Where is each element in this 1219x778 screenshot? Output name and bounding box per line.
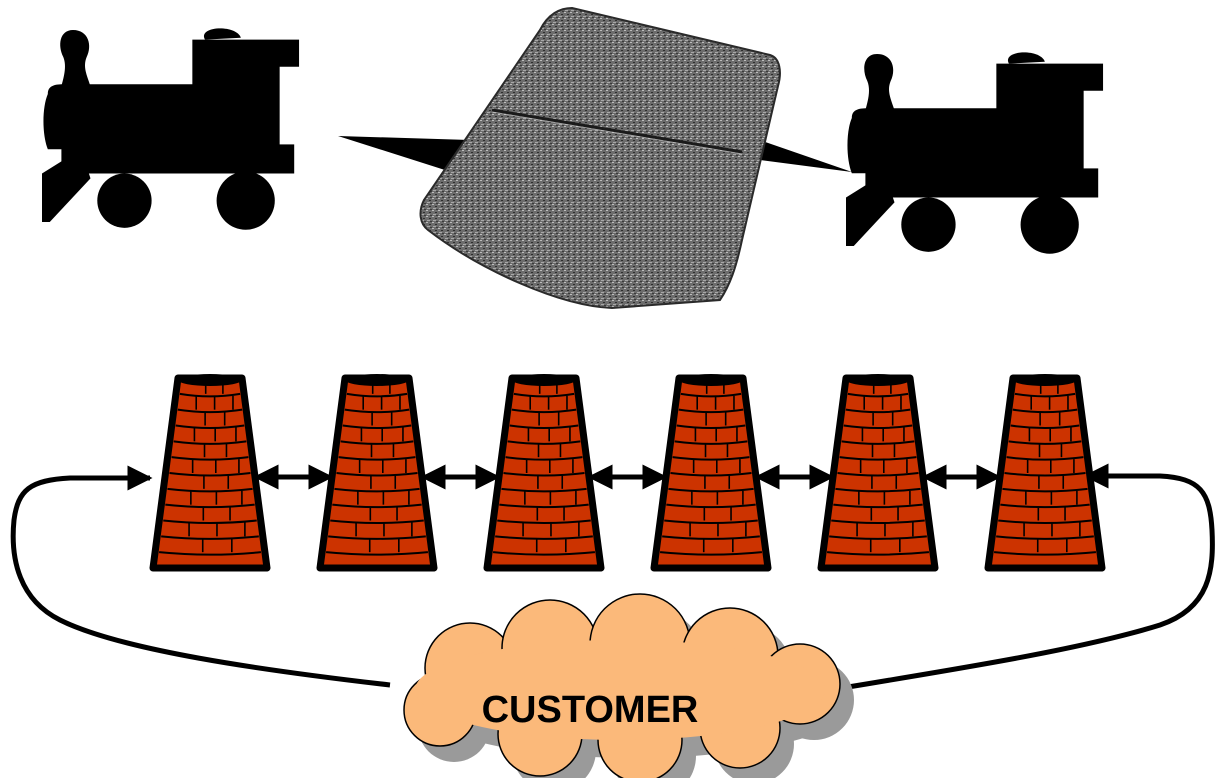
firewall-3-icon	[483, 374, 605, 572]
firewall-4-icon	[650, 374, 772, 572]
right-connector-wedge	[745, 135, 852, 172]
firewall-row	[149, 374, 1106, 572]
left-locomotive-icon	[42, 28, 300, 230]
stone-slab-icon	[419, 6, 781, 310]
customer-cloud-icon: CUSTOMER	[403, 593, 854, 778]
firewall-5-icon	[817, 374, 939, 572]
customer-label: CUSTOMER	[482, 689, 699, 731]
firewall-1-icon	[149, 374, 271, 572]
right-loop-line	[829, 463, 1215, 693]
firewall-2-icon	[316, 374, 438, 572]
left-loop-line	[10, 465, 391, 688]
right-locomotive-icon	[846, 52, 1104, 254]
left-connector-wedge	[338, 136, 470, 178]
firewall-6-icon	[984, 374, 1106, 572]
